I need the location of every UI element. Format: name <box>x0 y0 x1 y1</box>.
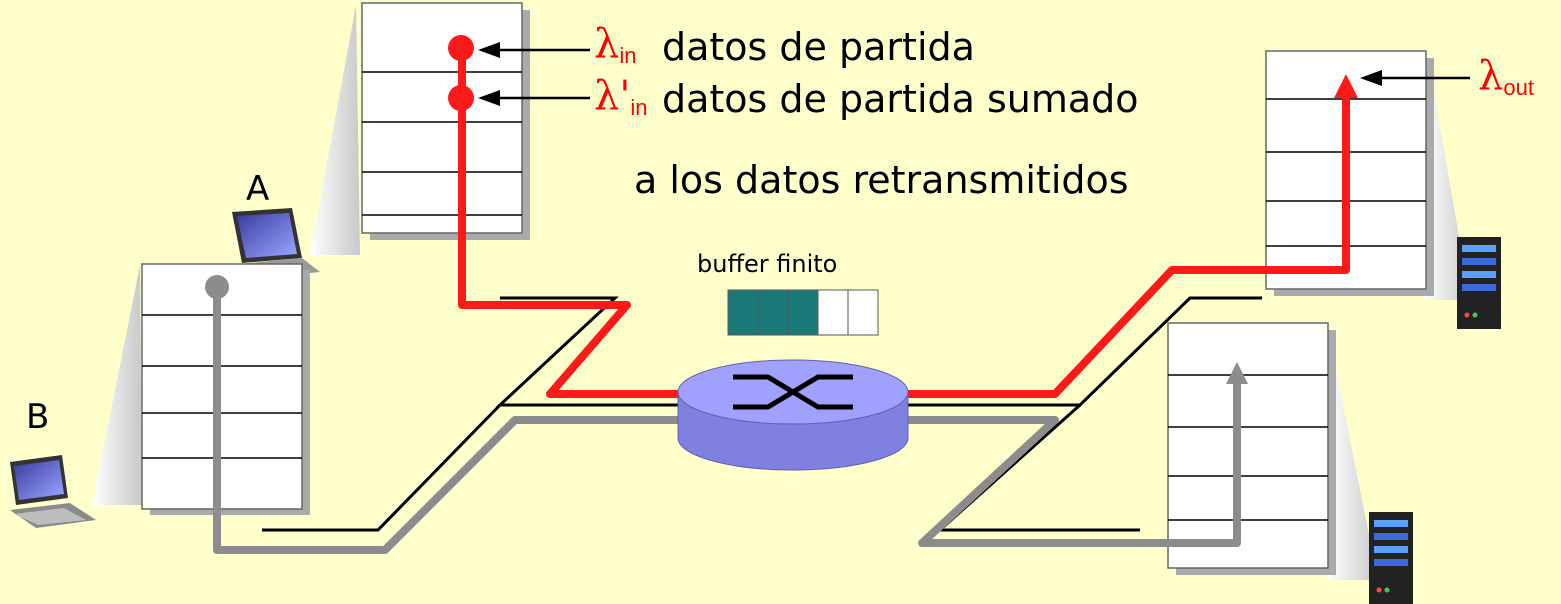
finite-buffer <box>727 289 879 336</box>
gray-flow-path <box>213 288 678 554</box>
lambda-out-label: λout <box>1478 53 1534 100</box>
server-bottom-protocol-stack <box>1167 322 1378 580</box>
red-flow-path-right <box>905 95 1350 398</box>
server-tower-top-icon <box>1457 237 1501 329</box>
host-a-label: A <box>246 169 270 209</box>
red-source-dot-lambda-prime-in <box>448 85 474 111</box>
lambda-in-label: λin <box>594 21 637 68</box>
lambda-prime-in-label: λ'in <box>594 73 648 120</box>
red-flow-path <box>458 50 678 398</box>
pointer-arrows <box>478 42 1470 106</box>
gray-source-dot <box>205 275 229 299</box>
desktop-b-icon <box>10 455 96 528</box>
gray-flow-path-right <box>905 382 1241 547</box>
server-tower-bottom-icon <box>1369 512 1413 604</box>
host-b-label: B <box>26 397 50 437</box>
red-arrowhead <box>1334 74 1358 98</box>
buffer-label: buffer finito <box>697 250 838 278</box>
host-a-protocol-stack <box>310 2 530 255</box>
lambda-prime-in-description-line1: datos de partida sumado <box>662 77 1139 121</box>
lambda-prime-in-description-line2: a los datos retransmitidos <box>634 158 1129 202</box>
host-b-protocol-stack <box>92 263 310 515</box>
router-icon <box>677 359 909 471</box>
red-source-dot-lambda-in <box>448 35 474 61</box>
lambda-in-description: datos de partida <box>662 25 975 69</box>
gray-arrowhead <box>1226 362 1248 384</box>
